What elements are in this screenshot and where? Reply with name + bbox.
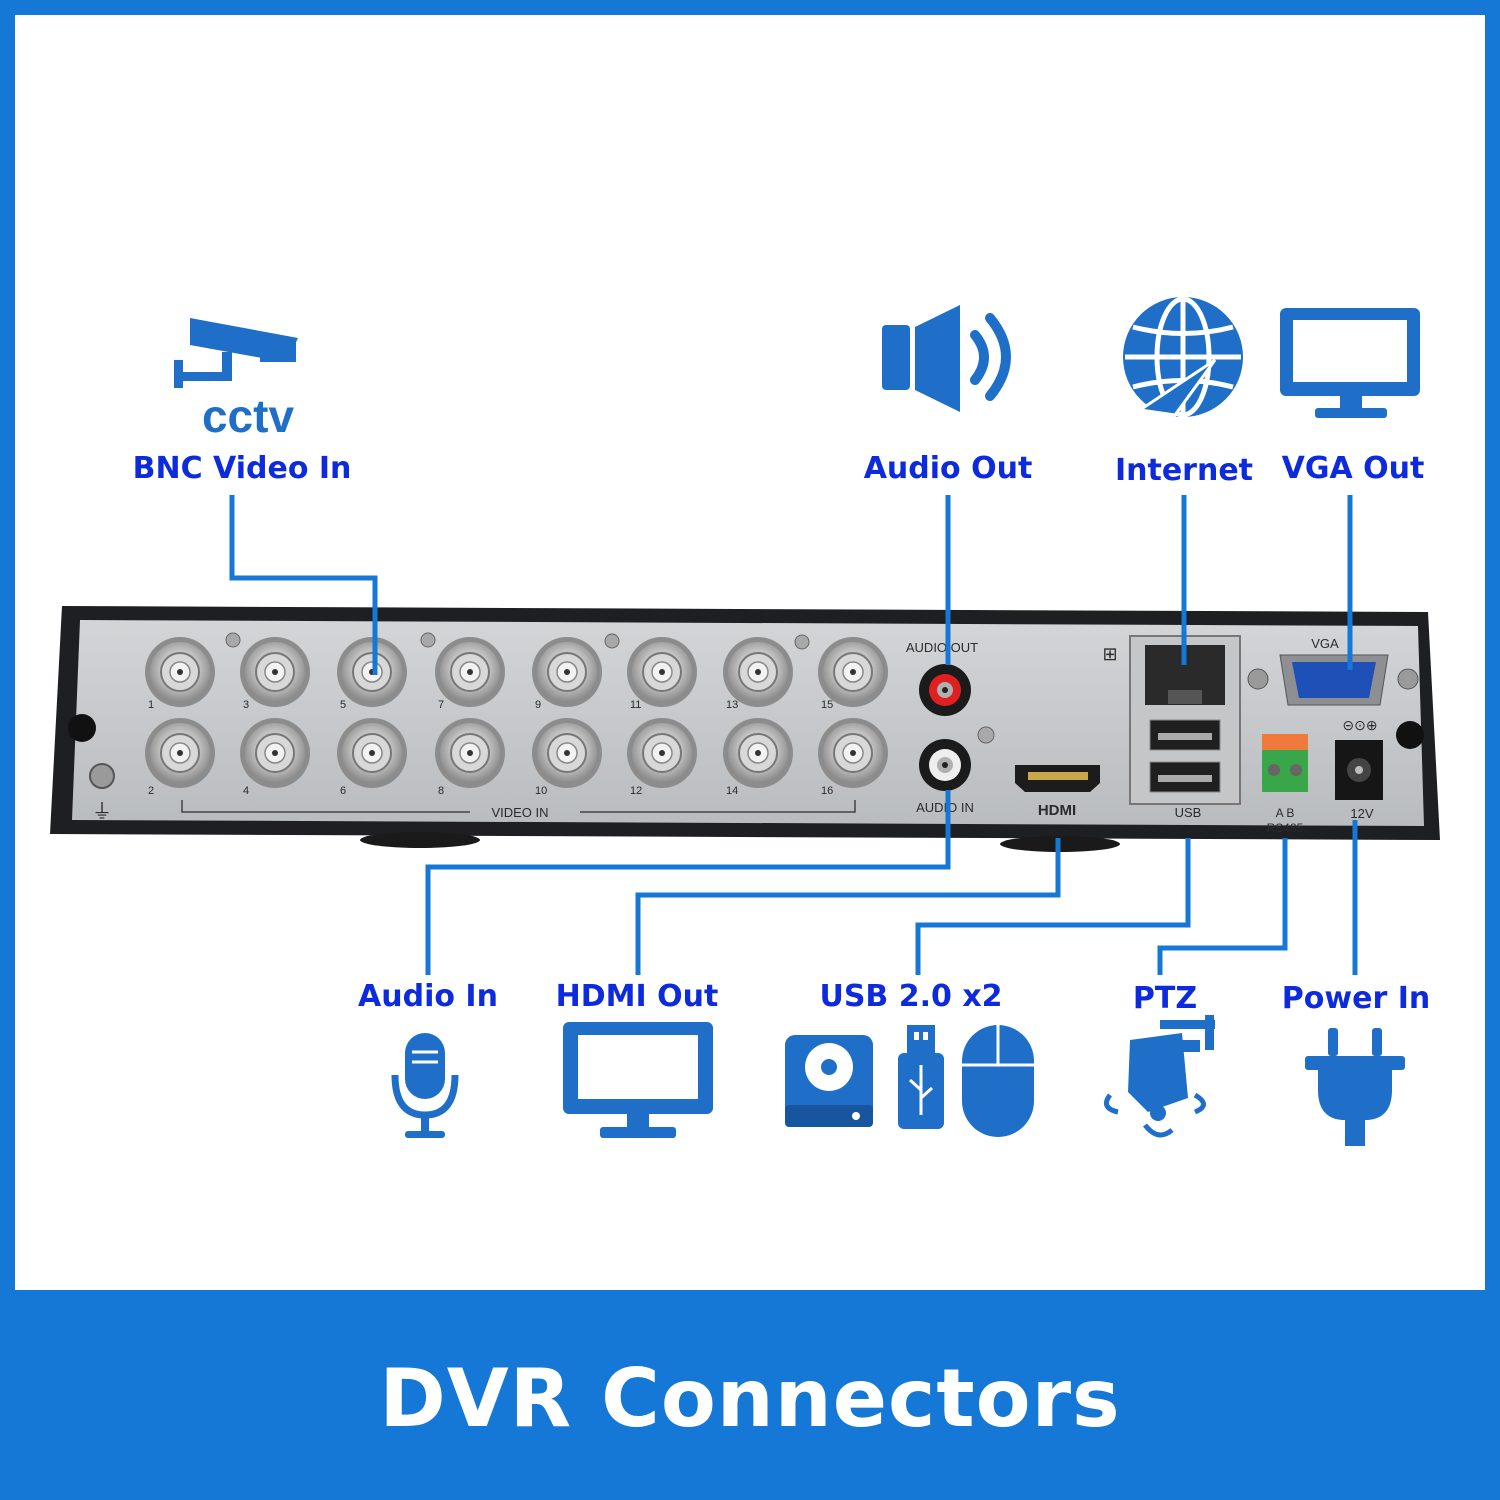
power-plug-icon [1305,1028,1405,1146]
callout-hdmi-out: HDMI Out [555,979,719,1014]
audio-in-jack: AUDIO IN [916,739,974,815]
bnc-port: 15 [818,637,888,711]
bnc-port: 4 [240,718,310,797]
bnc-port-number: 8 [438,785,444,797]
bnc-port: 3 [240,637,310,711]
vga-port: VGA [1247,636,1419,706]
callout-audio-in: Audio In [358,979,498,1014]
bnc-port-number: 11 [630,699,641,711]
ptz-leader-line [1157,838,1288,975]
callout-vga-out: VGA Out [1281,451,1425,486]
usb-panel-label: USB [1175,805,1202,820]
bnc-port: 12 [627,718,697,797]
callout-ptz: PTZ [1132,981,1198,1016]
bnc-port-number: 13 [726,699,738,711]
bnc-port-number: 7 [438,699,444,711]
rs485-panel-label: RS485 [1267,821,1304,835]
microphone-icon [391,1033,459,1138]
speaker-icon [882,305,1011,412]
bnc-port: 5 [337,637,407,711]
bnc-leader-line [229,495,378,675]
bnc-port-number: 2 [148,785,154,797]
bnc-port-number: 16 [821,785,833,797]
bnc-port: 1 [145,637,215,711]
audio-in-leader-line [425,790,951,975]
bnc-port: 9 [532,637,602,711]
dc-power-jack: ⊝⊙⊕ 12V [1335,717,1383,821]
bnc-port-number: 4 [243,785,249,797]
hdmi-port: HDMI [1015,765,1100,819]
video-in-bracket: VIDEO IN [181,800,856,820]
svg-text:⊝⊙⊕: ⊝⊙⊕ [1342,717,1377,733]
audio-out-panel-label: AUDIO OUT [906,640,978,655]
ab-panel-label: A B [1276,806,1295,820]
svg-text:⏚: ⏚ [92,801,112,823]
hard-drive-icon [785,1035,873,1127]
monitor-icon [1280,308,1420,418]
bnc-port-number: 10 [535,785,547,797]
bnc-port: 14 [723,718,793,797]
leader-lines [229,495,1358,975]
cctv-camera-icon: cctv [174,318,298,442]
callout-usb: USB 2.0 x2 [819,979,1003,1014]
hdmi-leader-line [635,838,1061,975]
ptz-camera-icon [1103,1015,1215,1138]
rs485-terminal: A B RS485 [1262,734,1308,835]
bnc-port-number: 3 [243,699,249,711]
callout-audio-out: Audio Out [863,451,1033,486]
usb-leader-line [915,838,1191,975]
video-in-label: VIDEO IN [491,805,548,820]
bnc-port-number: 6 [340,785,346,797]
audio-out-jack: AUDIO OUT [906,640,978,716]
bnc-port: 16 [818,718,888,797]
bnc-port-number: 15 [821,699,833,711]
globe-icon [1123,296,1243,418]
page-title: DVR Connectors [379,1352,1121,1445]
hdmi-panel-label: HDMI [1038,802,1076,819]
callout-power-in: Power In [1281,981,1431,1016]
bnc-port-number: 5 [340,699,346,711]
usb-stick-icon [898,1025,944,1129]
power-panel-label: 12V [1350,806,1373,821]
hdmi-monitor-icon [563,1022,713,1138]
svg-text:⊞: ⊞ [1102,644,1117,664]
bnc-port-number: 12 [630,785,642,797]
bnc-port: 11 [627,637,697,711]
vga-panel-label: VGA [1311,636,1339,651]
audio-in-panel-label: AUDIO IN [916,800,974,815]
bnc-port: 2 [145,718,215,797]
cctv-icon-text: cctv [202,390,294,442]
bnc-port: 6 [337,718,407,797]
bnc-port: 13 [723,637,793,711]
bnc-port: 10 [532,718,602,797]
bnc-port-number: 1 [148,699,154,711]
callout-bnc-video-in: BNC Video In [132,451,352,486]
bnc-port-number: 9 [535,699,541,711]
callout-internet: Internet [1114,453,1254,488]
bnc-port-number: 14 [726,785,738,797]
bnc-port: 8 [435,718,505,797]
bnc-port: 7 [435,637,505,711]
mouse-icon [962,1025,1034,1137]
